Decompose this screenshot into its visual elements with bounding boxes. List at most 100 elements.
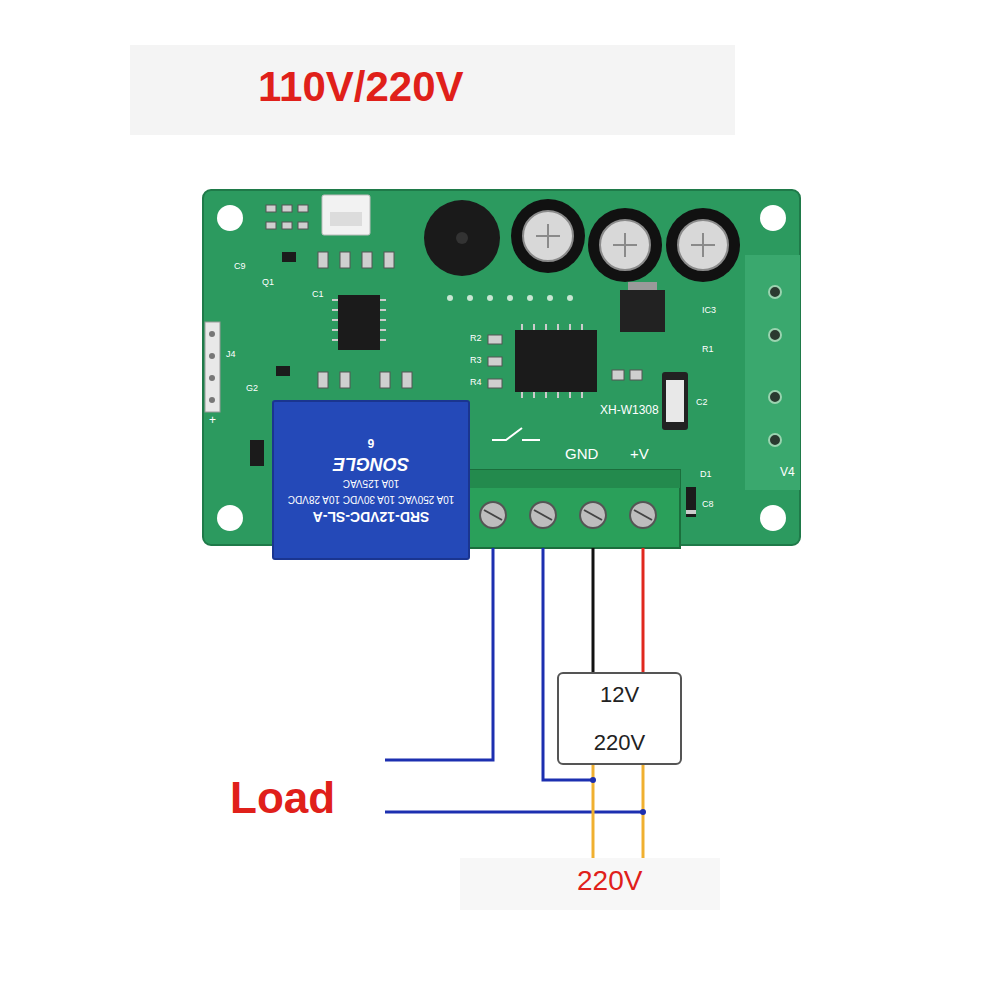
smd-part xyxy=(612,370,624,380)
pin-header xyxy=(205,322,220,412)
buzzer xyxy=(424,200,500,276)
power-resistor xyxy=(662,372,688,430)
silkscreen-label: IC3 xyxy=(702,306,716,316)
pin xyxy=(209,353,215,359)
sensor-connector xyxy=(322,195,370,235)
smd-part xyxy=(340,372,350,388)
supply-voltage: 12V xyxy=(600,682,639,707)
via xyxy=(447,295,453,301)
via xyxy=(507,295,513,301)
resistor xyxy=(488,335,502,344)
voltage-label: 220V xyxy=(577,866,642,897)
load-label: Load xyxy=(230,774,335,822)
positive-wire xyxy=(642,548,645,672)
smd-part xyxy=(380,372,390,388)
pad xyxy=(769,391,781,403)
transistor xyxy=(276,366,290,376)
silkscreen-label: D1 xyxy=(700,470,712,480)
smd-part xyxy=(318,372,328,388)
relay-marking: 10A 250VAC 10A 30VDC 10A 28VDC xyxy=(288,493,455,505)
wire-junction xyxy=(590,777,596,783)
capacitor-top xyxy=(523,211,573,261)
silkscreen-label: R1 xyxy=(702,345,714,355)
relay-marking: SRD-12VDC-SL-A xyxy=(313,509,430,525)
screw-slot xyxy=(534,510,552,520)
title: 110V/220V xyxy=(258,64,464,110)
resistor-label xyxy=(666,380,684,422)
capacitor xyxy=(588,208,662,282)
pad xyxy=(769,329,781,341)
smd-part xyxy=(630,370,642,380)
screw-slot xyxy=(584,510,602,520)
display-driver-ic xyxy=(515,330,597,392)
power-supply-box: 12V220V xyxy=(557,672,682,765)
pad xyxy=(769,286,781,298)
smd-part xyxy=(298,222,308,229)
load-wire xyxy=(385,811,643,814)
via xyxy=(527,295,533,301)
wire-junction xyxy=(640,809,646,815)
gnd-wire xyxy=(592,548,595,672)
transistor xyxy=(282,252,296,262)
pin-name: + xyxy=(209,414,216,427)
bottom-panel xyxy=(460,858,720,910)
smd-part xyxy=(362,252,372,268)
smd-part xyxy=(340,252,350,268)
capacitor xyxy=(511,199,585,273)
terminal-screw xyxy=(630,502,656,528)
pin-name: +V xyxy=(630,446,649,463)
terminal-screw xyxy=(480,502,506,528)
buzzer-hole xyxy=(456,232,468,244)
relay-marking: 6 xyxy=(368,435,375,449)
load-wire xyxy=(385,548,493,760)
voltage-regulator xyxy=(620,290,665,332)
mounting-hole xyxy=(217,505,243,531)
terminal-screw xyxy=(530,502,556,528)
capacitor xyxy=(666,208,740,282)
silkscreen-label: C1 xyxy=(312,290,324,300)
capacitor-vent xyxy=(536,224,560,248)
microcontroller xyxy=(338,295,380,350)
connector-socket xyxy=(330,212,362,226)
smd-part xyxy=(384,252,394,268)
silkscreen-label: J4 xyxy=(226,350,236,360)
smd-part xyxy=(266,205,276,212)
capacitor-vent xyxy=(613,233,637,257)
title-panel xyxy=(130,45,735,135)
capacitor-top xyxy=(678,220,728,270)
silkscreen-label: R2 xyxy=(470,334,482,344)
mounting-hole xyxy=(760,505,786,531)
jumper xyxy=(250,440,264,466)
diode xyxy=(686,487,696,517)
pin xyxy=(209,331,215,337)
capacitor-top xyxy=(600,220,650,270)
silkscreen-label: R4 xyxy=(470,378,482,388)
relay: SRD-12VDC-SL-A 10A 250VAC 10A 30VDC 10A 2… xyxy=(272,400,470,560)
contact-symbol xyxy=(492,428,540,440)
silkscreen-label: C9 xyxy=(234,262,246,272)
pin xyxy=(209,375,215,381)
smd-part xyxy=(282,205,292,212)
pcb-band xyxy=(745,255,800,490)
mounting-hole xyxy=(760,205,786,231)
via xyxy=(487,295,493,301)
terminal-screw xyxy=(580,502,606,528)
smd-part xyxy=(298,205,308,212)
capacitor-vent xyxy=(691,233,715,257)
pin-name: GND xyxy=(565,446,598,463)
smd-part xyxy=(282,222,292,229)
resistor xyxy=(488,379,502,388)
resistor xyxy=(488,357,502,366)
screw-slot xyxy=(484,510,502,520)
relay-marking: 10A 125VAC xyxy=(343,478,400,490)
diode-band xyxy=(686,510,696,514)
silkscreen-label: G2 xyxy=(246,384,258,394)
screw-slot xyxy=(634,510,652,520)
smd-part xyxy=(266,222,276,229)
board-model: XH-W1308 xyxy=(600,404,659,417)
silkscreen-label: R3 xyxy=(470,356,482,366)
silkscreen-label: C8 xyxy=(702,500,714,510)
regulator-tab xyxy=(628,282,657,290)
